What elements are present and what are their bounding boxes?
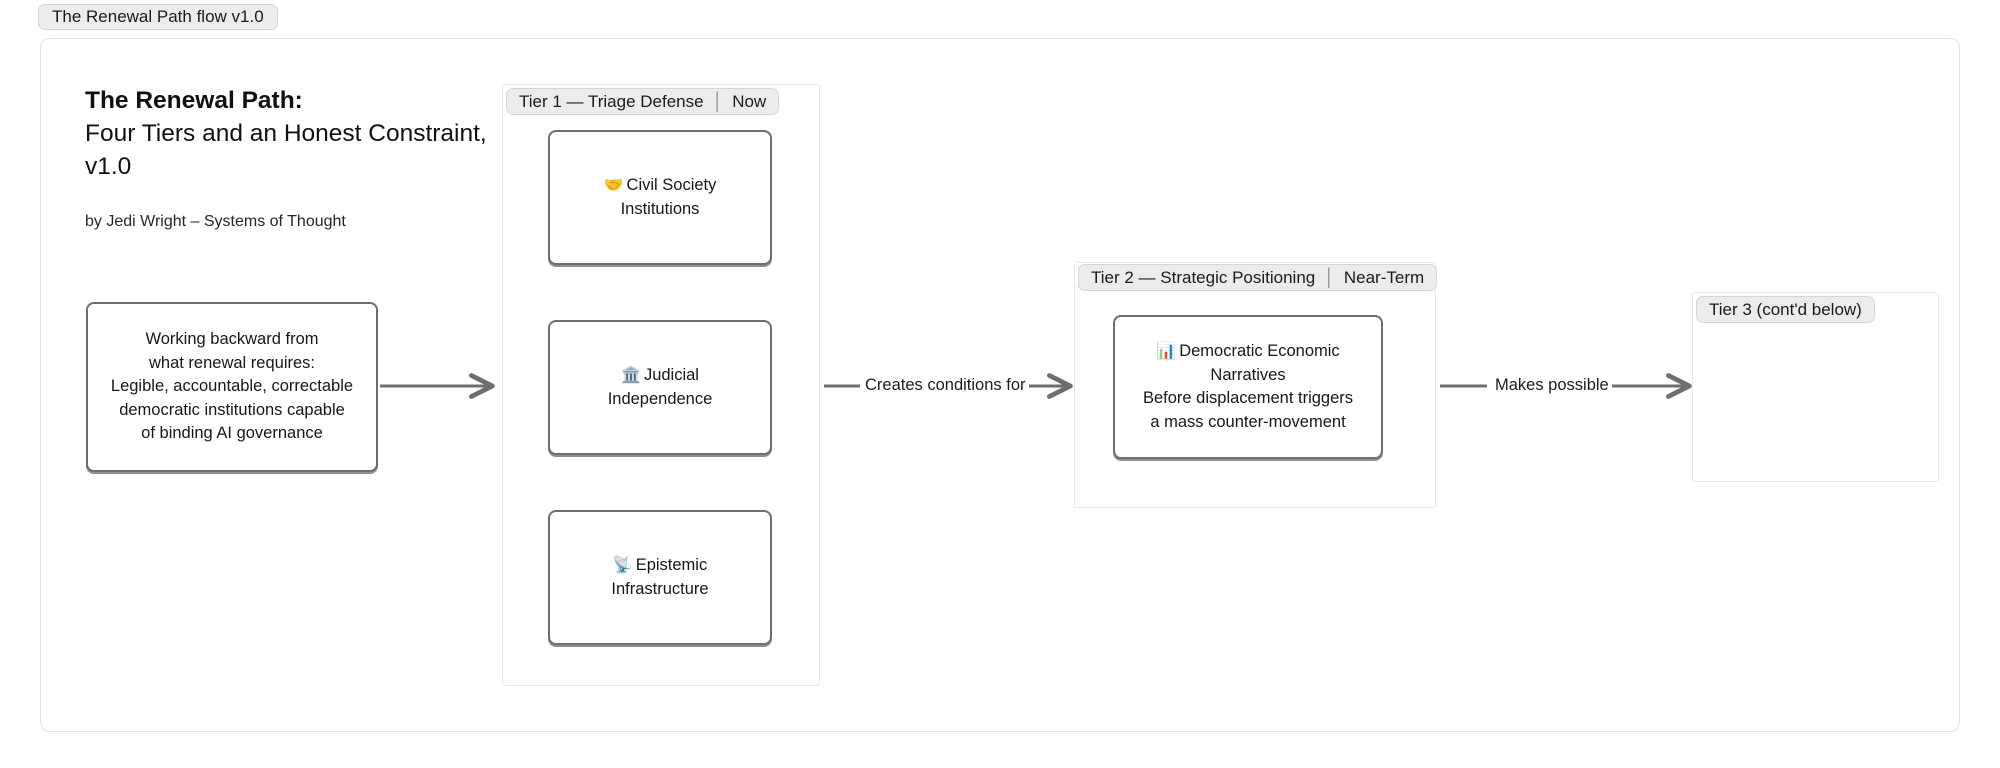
byline: by Jedi Wright – Systems of Thought (85, 213, 346, 230)
flow-title-tab-label: The Renewal Path flow v1.0 (52, 7, 264, 26)
group-label-tier-1-time: Now (732, 91, 767, 111)
page-title-line-3: v1.0 (85, 153, 132, 180)
bar-chart-icon: 📊 (1156, 343, 1177, 360)
group-label-tier-2-main: Tier 2 — Strategic Positioning (1091, 267, 1316, 287)
node-line: what renewal requires: (149, 353, 315, 372)
satellite-antenna-icon: 📡 (612, 557, 633, 574)
node-line: Democratic Economic (1179, 342, 1340, 360)
node-line: Legible, accountable, correctable (110, 377, 354, 396)
flow-title-tab[interactable]: The Renewal Path flow v1.0 (38, 4, 278, 30)
group-label-separator: │ (712, 91, 724, 111)
group-label-tier-3[interactable]: Tier 3 (cont'd below) (1696, 296, 1875, 323)
group-tier-3 (1692, 292, 1939, 482)
node-line: Epistemic (635, 556, 708, 574)
node-line: democratic institutions capable (119, 400, 345, 419)
classical-building-icon: 🏛️ (621, 367, 641, 384)
edge-label-creates-conditions-for: Creates conditions for (862, 376, 1029, 395)
handshake-icon: 🤝 (603, 177, 624, 194)
node-line: of binding AI governance (141, 424, 323, 443)
node-democratic-economic-narratives[interactable]: 📊Democratic Economic Narratives Before d… (1113, 315, 1383, 459)
node-line: Working backward from (145, 330, 319, 349)
group-label-tier-1[interactable]: Tier 1 — Triage Defense │ Now (506, 88, 780, 115)
group-label-tier-2[interactable]: Tier 2 — Strategic Positioning │ Near-Te… (1078, 264, 1438, 291)
node-line: Institutions (620, 199, 700, 218)
node-line: Before displacement triggers (1142, 389, 1354, 407)
edge-label-makes-possible: Makes possible (1492, 376, 1612, 395)
node-civil-society-institutions[interactable]: 🤝Civil Society Institutions (548, 130, 772, 265)
node-line: Narratives (1210, 365, 1286, 384)
page-title-line-1: The Renewal Path: (85, 87, 303, 114)
group-label-tier-2-time: Near-Term (1343, 267, 1425, 287)
group-label-tier-1-main: Tier 1 — Triage Defense (519, 91, 704, 111)
node-title-line: 🤝Civil Society (604, 174, 717, 198)
group-label-tier-3-main: Tier 3 (cont'd below) (1709, 299, 1862, 319)
node-title-line: 📊Democratic Economic (1156, 340, 1339, 364)
title-block: The Renewal Path: Four Tiers and an Hone… (85, 84, 505, 233)
node-judicial-independence[interactable]: 🏛️Judicial Independence (548, 320, 772, 455)
node-line: a mass counter-movement (1150, 412, 1346, 431)
node-line: Infrastructure (611, 579, 709, 598)
group-tier-1 (502, 84, 820, 686)
node-working-backward[interactable]: Working backward from what renewal requi… (86, 302, 378, 472)
node-title-line: 📡Epistemic (613, 554, 707, 578)
group-tier-2 (1074, 262, 1436, 508)
node-line: Independence (607, 389, 713, 408)
page-title-line-2: Four Tiers and an Honest Constraint, (85, 120, 487, 147)
node-epistemic-infrastructure[interactable]: 📡Epistemic Infrastructure (548, 510, 772, 645)
node-title-line: 🏛️Judicial (621, 364, 699, 388)
node-line: Judicial (643, 366, 699, 384)
group-label-separator: │ (1324, 267, 1335, 287)
node-line: Civil Society (626, 176, 717, 194)
